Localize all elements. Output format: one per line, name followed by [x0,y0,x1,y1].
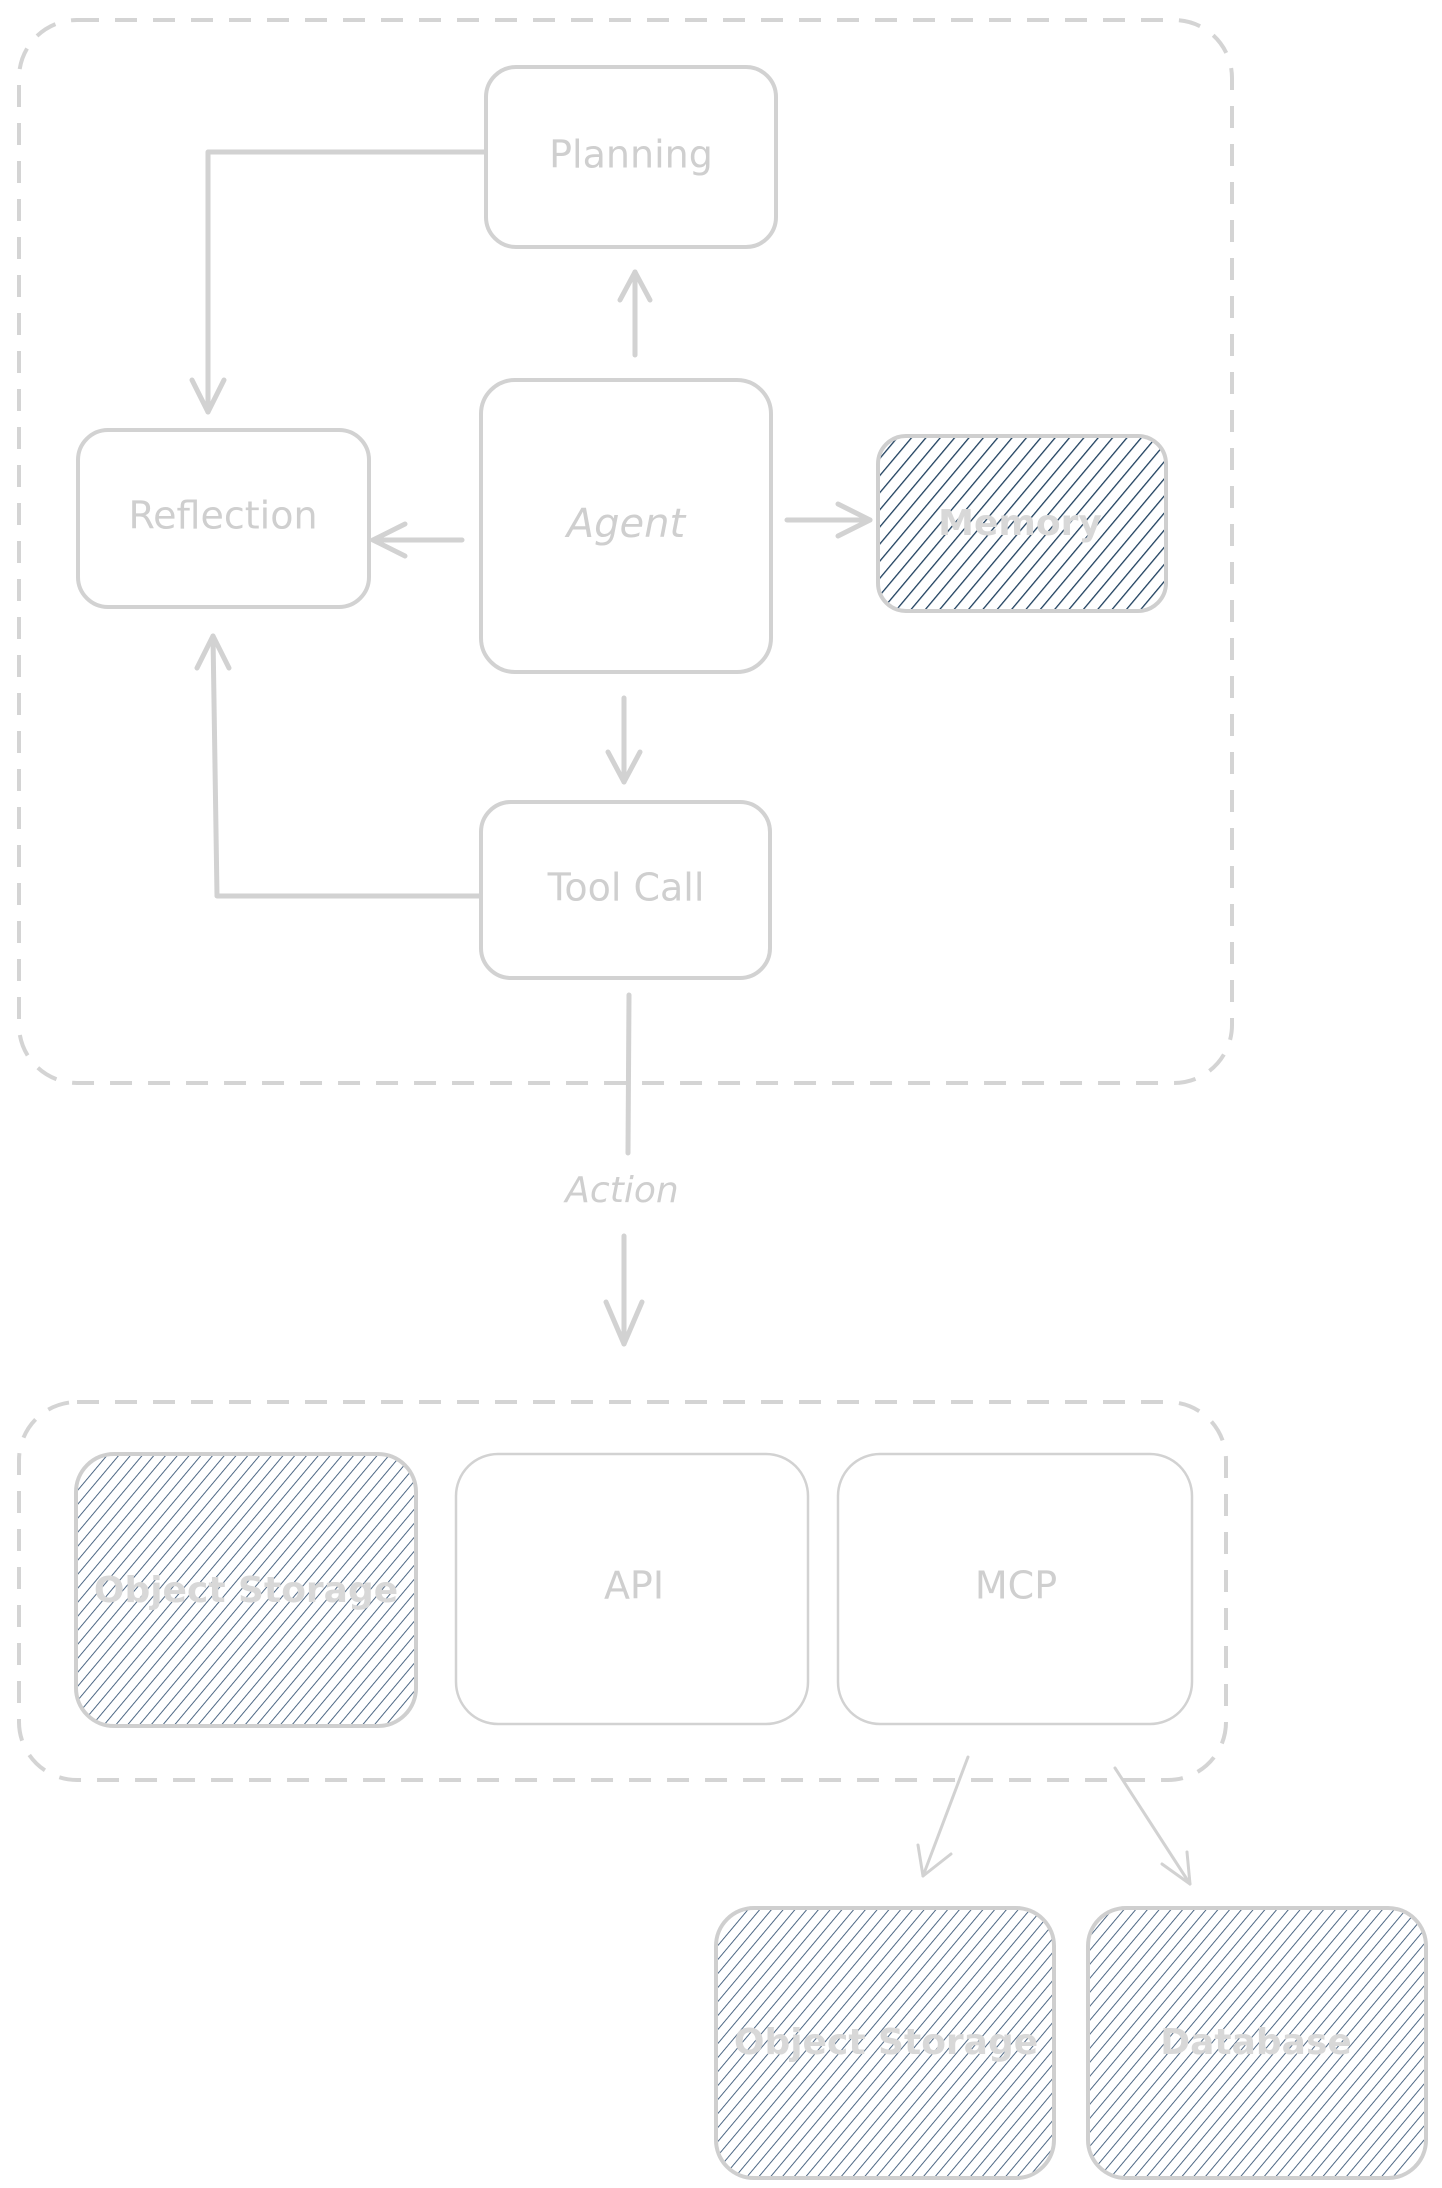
object-storage-2-node: Object Storage [714,1906,1056,2180]
tool-call-node: Tool Call [479,800,772,980]
agent-to-reflection-arrowhead [370,521,408,559]
planning-to-reflection-connector [205,149,489,415]
agent-group-outline [17,18,1234,1085]
object-storage-label: Object Storage [94,1570,398,1611]
reflection-label: Reflection [128,494,317,538]
agent-to-memory-arrowhead [835,501,873,539]
toolcall-to-reflection-connector [210,633,484,899]
planning-node: Planning [484,65,778,249]
planning-label: Planning [549,133,713,177]
agent-to-planning-arrowhead [617,269,653,303]
action-to-tools-arrowhead [603,1299,645,1347]
toolcall-to-reflection-arrowhead [194,633,232,671]
action-edge-label: Action [563,1170,678,1211]
mcp-to-object-storage-arrowhead [916,1843,953,1878]
tool-call-label: Tool Call [547,866,705,910]
mcp-to-database-connector [1113,1766,1192,1886]
api-label: API [604,1564,664,1608]
tools-group-outline [17,1400,1228,1782]
mcp-label: MCP [975,1564,1057,1608]
planning-to-reflection-arrowhead [189,377,227,415]
memory-label: Memory [938,503,1102,544]
reflection-node: Reflection [76,428,371,609]
agent-node: Agent [479,378,773,674]
database-node: Database [1086,1906,1428,2180]
object-storage-node: Object Storage [74,1452,418,1728]
memory-node: Memory [876,434,1168,613]
mcp-to-object-storage-connector [921,1755,970,1878]
object-storage-2-label: Object Storage [734,2022,1038,2063]
agent-label: Agent [564,501,687,547]
database-label: Database [1160,2022,1352,2063]
agent-to-toolcall-arrowhead [605,749,643,785]
toolcall-to-action-connector [625,992,632,1156]
api-node: API [454,1452,810,1726]
mcp-to-database-arrowhead [1160,1850,1192,1886]
mcp-node: MCP [836,1452,1194,1726]
